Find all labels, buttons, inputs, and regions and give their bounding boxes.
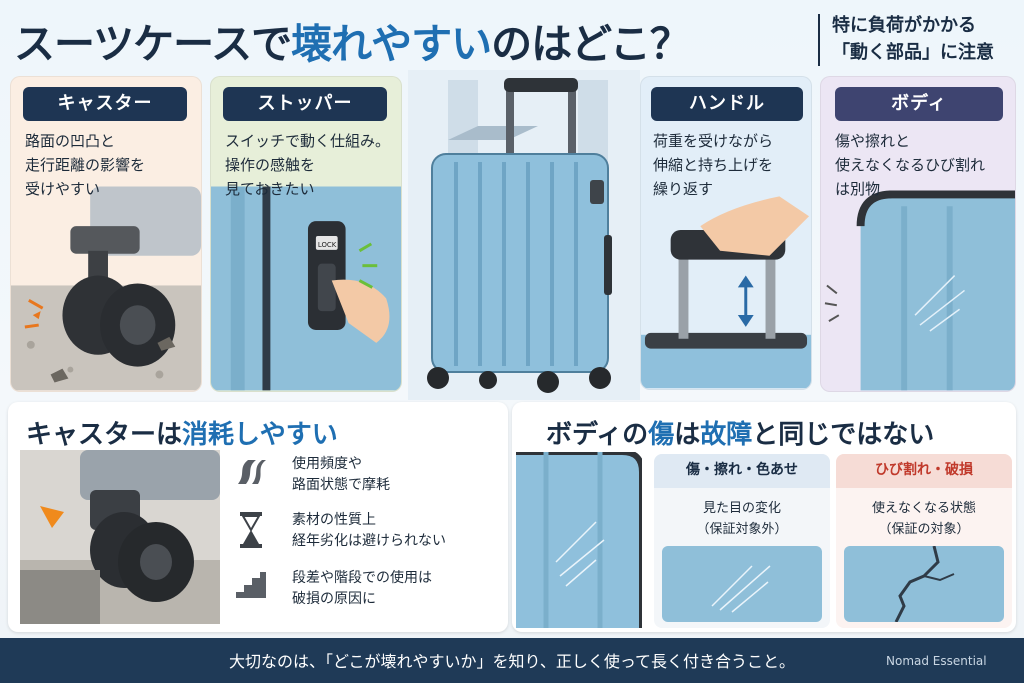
- handle-desc: 荷重を受けながら伸縮と持ち上げを繰り返す: [653, 132, 774, 198]
- body-panel: ボディ 傷や擦れと使えなくなるひび割れは別物: [820, 76, 1016, 392]
- scratched-body-illustration: [516, 452, 642, 628]
- handle-panel: ハンドル 荷重を受けながら伸縮と持ち上げを繰り返す: [640, 76, 812, 390]
- hourglass-icon: [240, 512, 262, 548]
- caster-wear-panel: キャスターは消耗しやすい 使用頻度や路面状態で摩耗 素材の性質上経年劣化は避けら…: [8, 402, 508, 632]
- item-stairs: 段差や階段での使用は破損の原因に: [292, 570, 432, 607]
- stopper-desc: スイッチで動く仕組み。操作の感触を見ておきたい: [225, 132, 391, 198]
- body-damage-panel: ボディの傷は故障と同じではない 傷・擦れ・色あせ 見た目の変化（保証対象外） ひ…: [512, 402, 1016, 632]
- stopper-panel: LOCK ストッパー スイッチで動く仕組み。操作の感触を見ておきたい: [210, 76, 402, 392]
- footer-message: 大切なのは、「どこが壊れやすいか」を知り、正しく使って長く付き合うこと。: [228, 652, 796, 671]
- caster-closeup-illustration: [20, 450, 220, 624]
- body-damage-heading: ボディの傷は故障と同じではない: [546, 420, 935, 450]
- structural-damage-title: ひび割れ・破損: [875, 462, 973, 478]
- brand-label: Nomad Essential: [886, 654, 987, 668]
- caster-desc: 路面の凹凸と走行距離の影響を受けやすい: [25, 132, 146, 198]
- handle-tag: ハンドル: [651, 87, 803, 121]
- stopper-tag: ストッパー: [223, 87, 387, 121]
- footer-bar: [0, 638, 1024, 683]
- scratch-closeup-illustration: [662, 546, 822, 622]
- body-tag: ボディ: [835, 87, 1003, 121]
- cosmetic-damage-desc: 見た目の変化（保証対象外）: [696, 501, 788, 537]
- handle-illustration: [641, 196, 811, 389]
- road-icon: [238, 460, 266, 484]
- structural-damage-box: ひび割れ・破損 使えなくなる状態（保証の対象）: [836, 454, 1012, 628]
- cosmetic-damage-box: 傷・擦れ・色あせ 見た目の変化（保証対象外）: [654, 454, 830, 628]
- caster-tag: キャスター: [23, 87, 187, 121]
- suitcase-illustration: [408, 70, 640, 400]
- cosmetic-damage-title: 傷・擦れ・色あせ: [686, 462, 798, 478]
- header-divider: [818, 14, 820, 66]
- item-usage-wear: 使用頻度や路面状態で摩耗: [292, 456, 390, 493]
- header-note: 特に負荷がかかる「動く部品」に注意: [832, 15, 994, 63]
- lock-label: LOCK: [318, 241, 337, 249]
- page-title: スーツケースで壊れやすいのはどこ？: [14, 20, 691, 68]
- body-desc: 傷や擦れと使えなくなるひび割れは別物: [835, 132, 986, 198]
- caster-wear-heading: キャスターは消耗しやすい: [26, 420, 338, 450]
- caster-illustration: [11, 186, 201, 391]
- caster-panel: キャスター 路面の凹凸と走行距離の影響を受けやすい: [10, 76, 202, 392]
- stopper-illustration: LOCK: [211, 186, 401, 391]
- structural-damage-desc: 使えなくなる状態（保証の対象）: [871, 501, 976, 537]
- stairs-icon: [236, 572, 266, 598]
- crack-closeup-illustration: [844, 546, 1004, 622]
- item-aging: 素材の性質上経年劣化は避けられない: [292, 512, 446, 549]
- body-illustration: [824, 190, 1015, 391]
